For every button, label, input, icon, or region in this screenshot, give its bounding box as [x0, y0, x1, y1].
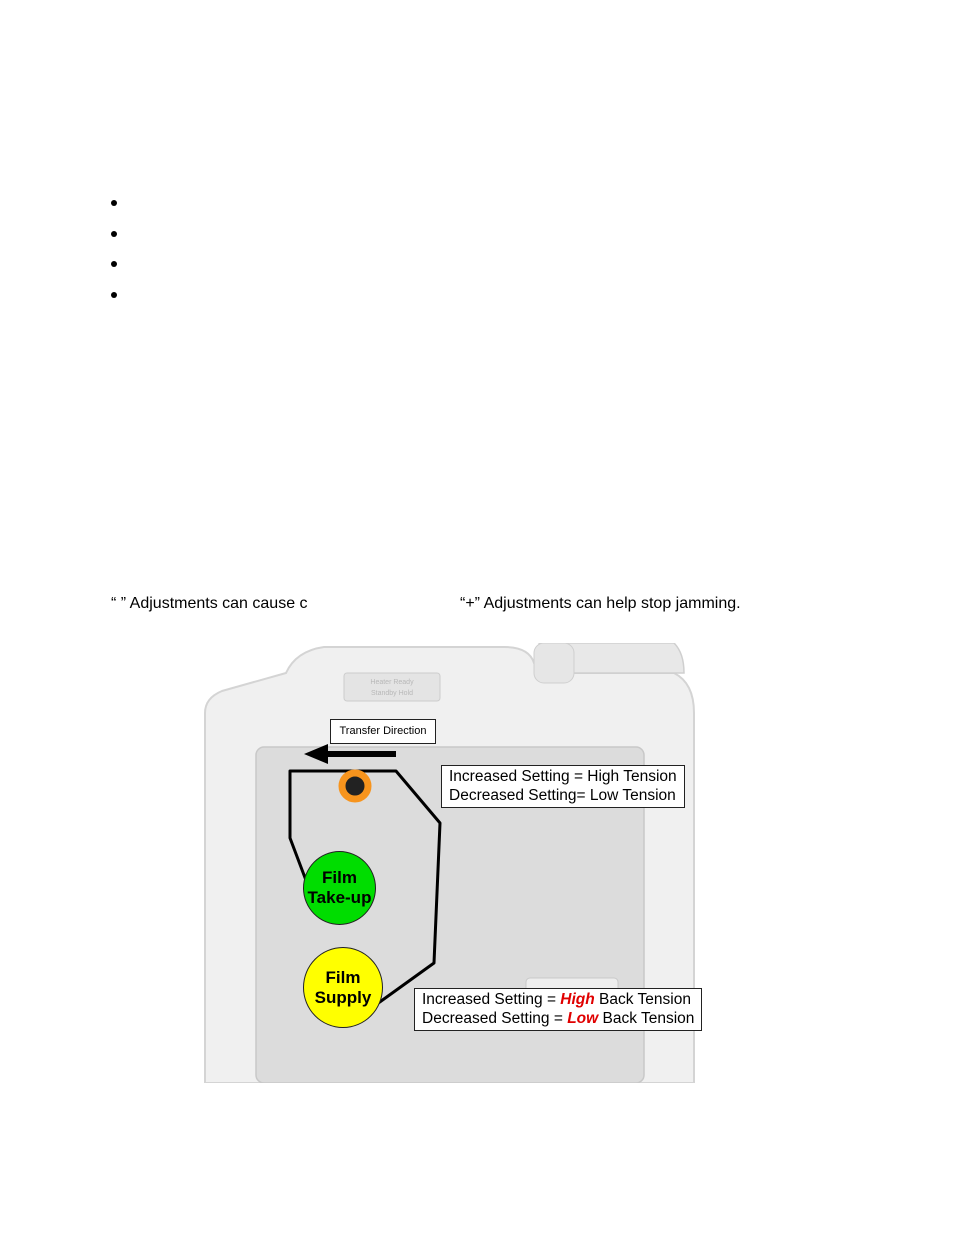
back-tension-low: Low: [567, 1009, 599, 1027]
status-panel: [343, 672, 441, 702]
transfer-arrow-head: [304, 744, 328, 764]
back-tension-line1-post: Back Tension: [594, 991, 691, 1008]
back-tension-high: High: [560, 991, 595, 1008]
back-tension-line2-post: Back Tension: [598, 1009, 695, 1027]
supply-label-line2: Supply: [314, 987, 372, 1007]
printer-diagram: Heater Ready Standby Hold Transfer Direc…: [204, 643, 703, 1083]
caption-minus-adjustments: “ ” Adjustments can cause c: [111, 595, 308, 612]
upper-tension-box: Increased Setting = High Tension Decreas…: [441, 765, 685, 808]
film-path: [288, 769, 442, 1011]
upper-tension-line1: Increased Setting = High Tension: [449, 768, 677, 785]
supply-label-line1: Film: [325, 967, 361, 987]
back-tension-line1-pre: Increased Setting =: [422, 991, 561, 1008]
transfer-direction-label: Transfer Direction: [330, 719, 436, 744]
tension-roller: [338, 769, 372, 803]
back-tension-line2-pre: Decreased Setting =: [422, 1009, 568, 1027]
upper-tension-line2: Decreased Setting= Low Tension: [449, 786, 676, 804]
film-takeup-roll: Film Take-up: [303, 851, 376, 925]
back-tension-box: Increased Setting = High Back Tension De…: [414, 988, 703, 1031]
takeup-label-line2: Take-up: [307, 888, 372, 907]
status-panel-line1: Heater Ready: [370, 679, 414, 686]
film-supply-roll: Film Supply: [303, 947, 383, 1028]
back-tension-line2: Decreased Setting = Low Back Tension: [422, 1010, 694, 1029]
status-panel-line2: Standby Hold: [371, 690, 413, 697]
printer-cover: [537, 643, 685, 674]
printer-hinge: [533, 643, 575, 684]
caption-plus-adjustments: “+” Adjustments can help stop jamming.: [460, 595, 741, 612]
takeup-label-line1: Film: [322, 868, 357, 887]
back-tension-line1: Increased Setting = High Back Tension: [422, 991, 694, 1010]
